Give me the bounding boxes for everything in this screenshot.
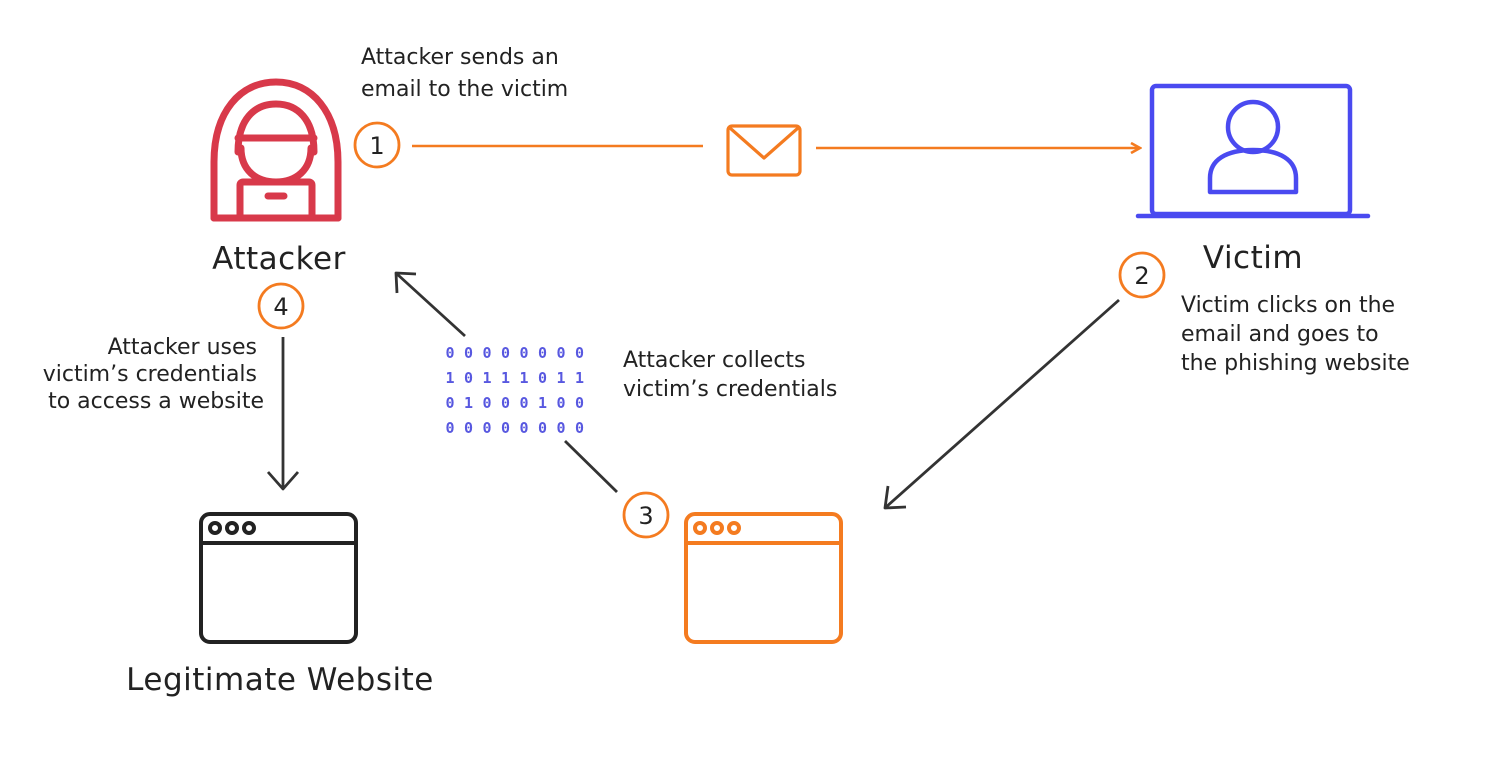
victim-to-phishing-arrow [885,298,1120,509]
hooded-hacker-icon [210,78,342,222]
step-1-caption: Attacker sends an email to the victim [361,45,568,102]
step-3-badge: 3 [622,491,670,539]
step-3-caption: Attacker collects victim’s credentials [623,348,837,402]
step-2-number: 2 [1134,262,1149,290]
envelope-icon [726,124,802,177]
step-4-number: 4 [273,293,288,321]
binary-row: 10111011 [445,369,584,387]
step-1-badge: 1 [353,121,401,169]
binary-row: 00000000 [445,419,584,437]
victim-label: Victim [1203,240,1303,276]
laptop-user-icon [1135,83,1371,219]
step-2-badge: 2 [1118,251,1166,299]
phishing-browser-icon [684,512,843,644]
credentials-line-lower [564,440,618,493]
attacker-label: Attacker [212,241,346,277]
binary-row: 00000000 [445,344,584,362]
arrowhead [394,271,417,294]
credentials-line-upper [396,272,466,338]
binary-data-icon: 00000000 10111011 01000100 00000000 [445,344,584,437]
browser-window-icon [199,512,358,644]
step-4-caption: Attacker uses victim’s credentials to ac… [43,335,264,414]
step-4-badge: 4 [257,282,305,330]
arrowhead [266,471,300,491]
step-2-caption: Victim clicks on the email and goes to t… [1181,293,1410,376]
step-1-number: 1 [369,132,384,160]
legit-site-label: Legitimate Website [126,662,434,698]
step-3-number: 3 [638,502,653,530]
binary-row: 01000100 [445,394,584,412]
arrowhead [883,485,907,510]
